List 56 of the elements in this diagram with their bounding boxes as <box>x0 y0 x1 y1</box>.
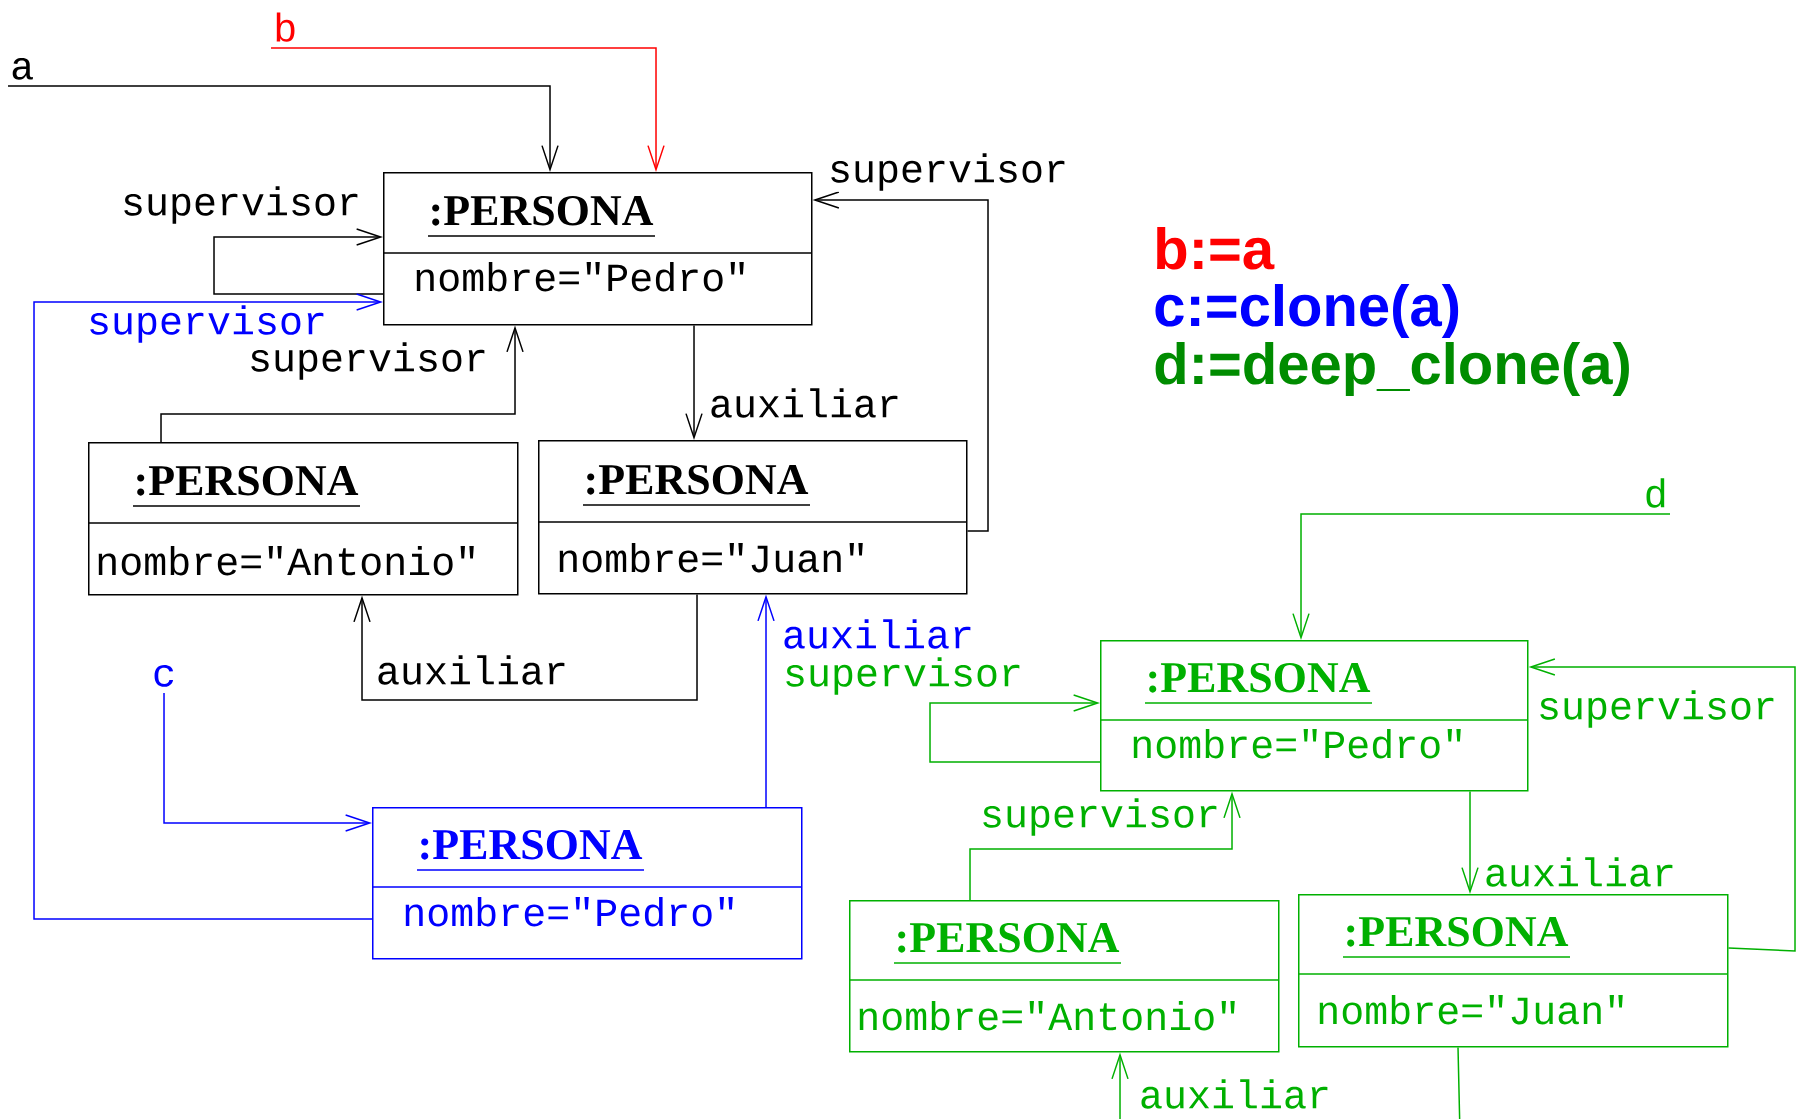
edge-label: supervisor <box>247 341 490 381</box>
edge-label: auxiliar <box>708 387 903 419</box>
arrow <box>757 594 775 808</box>
assignment-text: d:=deep_clone(a) <box>1155 341 1629 397</box>
attribute-text: nombre="Pedro" <box>416 262 744 292</box>
arrow <box>929 694 1101 763</box>
arrow <box>160 325 524 443</box>
arrow <box>1292 513 1671 640</box>
object-box <box>848 900 1280 1053</box>
attribute-text: nombre="Pedro" <box>405 897 733 927</box>
arrow <box>163 692 372 832</box>
object-box <box>382 172 813 326</box>
class-name: :PERSONA <box>416 829 645 871</box>
variable-name: b <box>276 12 295 42</box>
edge-label: supervisor <box>782 656 1025 696</box>
arrow <box>1111 1046 1461 1119</box>
attribute-text: nombre="Juan" <box>559 543 863 573</box>
edge-label: supervisor <box>827 152 1070 192</box>
edge-label: supervisor <box>86 304 329 344</box>
class-name: :PERSONA <box>427 195 656 237</box>
arrow <box>969 791 1241 901</box>
attribute-text: nombre="Pedro" <box>1133 729 1461 759</box>
class-name: :PERSONA <box>132 465 361 507</box>
variable-name: d <box>1646 478 1665 508</box>
assignment-text: b:=a <box>1157 226 1275 270</box>
variable-name: a <box>12 57 33 80</box>
arrow <box>7 85 559 172</box>
attribute-text: nombre="Juan" <box>1319 995 1623 1025</box>
class-name: :PERSONA <box>1342 916 1571 958</box>
edge-label: auxiliar <box>781 618 976 650</box>
class-name: :PERSONA <box>1144 662 1373 704</box>
edge-label: auxiliar <box>375 654 570 686</box>
arrow <box>685 324 703 440</box>
object-box <box>1099 640 1529 792</box>
object-box <box>1297 894 1729 1048</box>
attribute-text: nombre="Antonio" <box>98 546 474 576</box>
object-box <box>87 442 519 596</box>
edge-label: supervisor <box>120 185 363 225</box>
object-box <box>537 440 968 595</box>
arrow <box>353 593 698 701</box>
attribute-text: nombre="Antonio" <box>859 1001 1235 1031</box>
arrow <box>1528 658 1796 952</box>
arrow <box>270 47 665 172</box>
arrow <box>213 228 384 295</box>
class-name: :PERSONA <box>582 464 811 506</box>
class-name: :PERSONA <box>893 922 1122 964</box>
edge-label: auxiliar <box>1483 856 1678 888</box>
variable-name: c <box>154 664 174 687</box>
arrow <box>33 293 383 920</box>
arrow <box>812 191 989 532</box>
assignment-text: c:=clone(a) <box>1155 283 1459 339</box>
edge-label: supervisor <box>979 797 1222 837</box>
edge-label: auxiliar <box>1138 1078 1332 1110</box>
arrow <box>1461 790 1479 894</box>
object-box <box>371 807 803 960</box>
edge-label: supervisor <box>1536 689 1779 729</box>
